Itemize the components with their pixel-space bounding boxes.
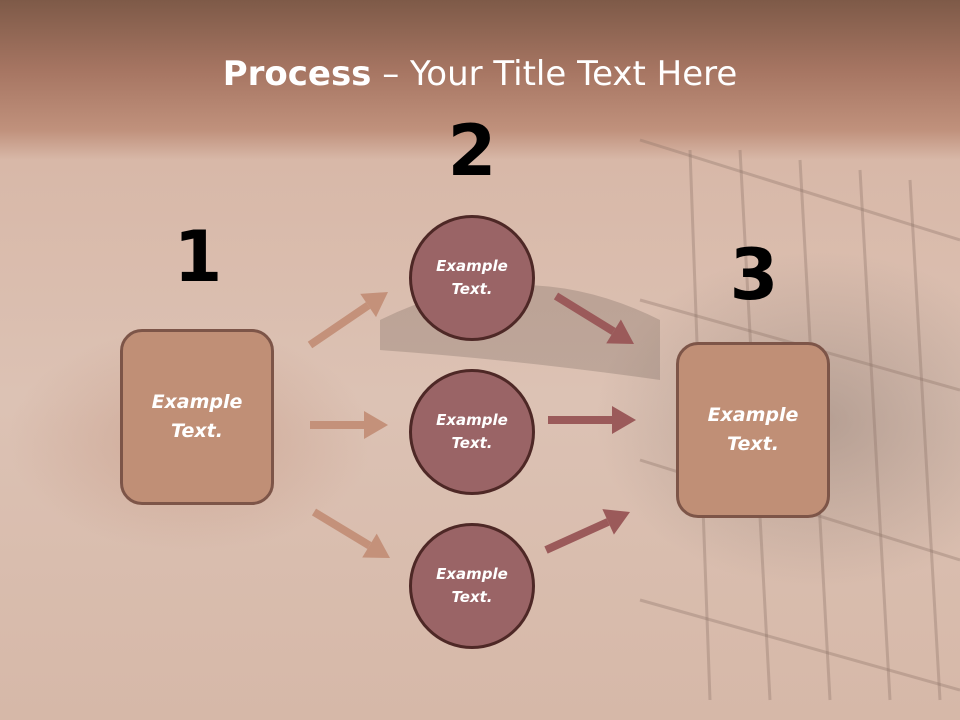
step-3-text-line2: Text. — [727, 433, 779, 455]
circle-bottom-line1: Example — [436, 565, 508, 583]
circle-top-line1: Example — [436, 257, 508, 275]
arrow-1-to-bottom — [311, 508, 372, 549]
arrow-1-to-top-head — [360, 292, 388, 318]
arrow-top-to-3-head — [606, 319, 634, 344]
title-bold: Process — [222, 54, 372, 94]
step-1-box: Example Text. — [120, 329, 274, 505]
arrow-bottom-to-3 — [544, 518, 610, 554]
arrow-1-to-top — [307, 302, 371, 349]
arrow-middle-to-3-head — [612, 406, 636, 434]
step-number-2: 2 — [447, 110, 497, 192]
title-rest: – Your Title Text Here — [371, 54, 738, 94]
circle-top: Example Text. — [409, 215, 535, 341]
circle-middle-line1: Example — [436, 411, 508, 429]
arrow-top-to-3 — [553, 292, 616, 335]
circle-bottom: Example Text. — [409, 523, 535, 649]
circle-middle-line2: Text. — [451, 434, 493, 452]
arrow-1-to-bottom-head — [362, 533, 390, 558]
arrow-1-to-middle-head — [364, 411, 388, 439]
step-3-text-line1: Example — [707, 404, 799, 426]
circle-top-line2: Text. — [451, 280, 493, 298]
circle-bottom-line2: Text. — [451, 588, 493, 606]
arrow-bottom-to-3-head — [602, 509, 630, 535]
step-1-text-line1: Example — [151, 391, 243, 413]
step-number-3: 3 — [729, 234, 779, 316]
step-1-text-line2: Text. — [171, 420, 223, 442]
step-number-1: 1 — [173, 216, 223, 298]
slide-title: Process – Your Title Text Here — [0, 52, 960, 96]
step-3-box: Example Text. — [676, 342, 830, 518]
circle-middle: Example Text. — [409, 369, 535, 495]
